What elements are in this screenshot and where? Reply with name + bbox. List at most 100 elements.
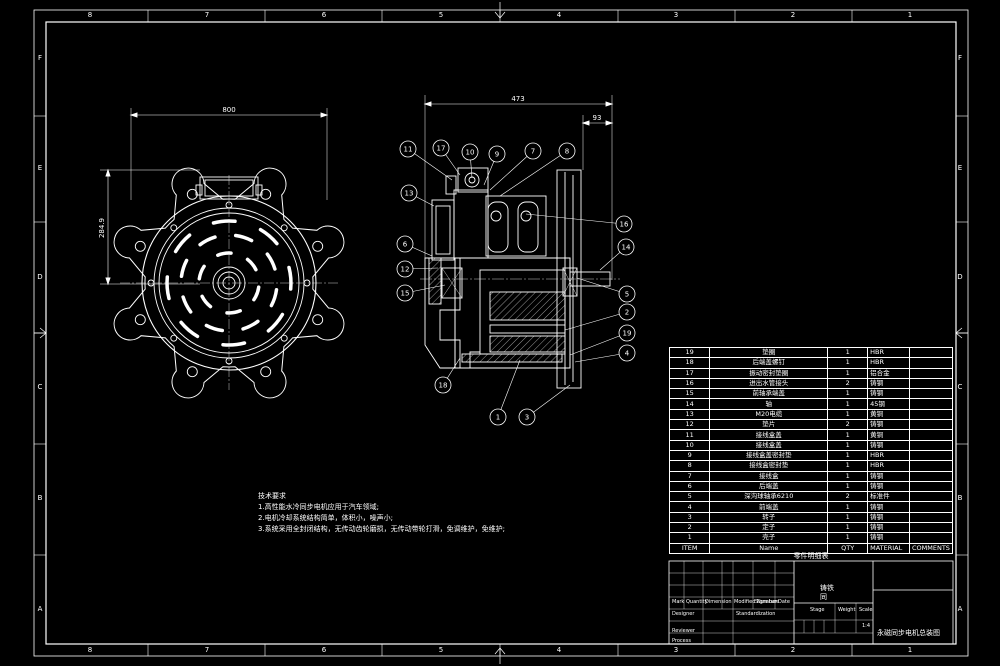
part-balloon: 15 — [396, 284, 446, 302]
balloon-number: 5 — [625, 291, 629, 299]
bom-cell: 13 — [668, 408, 711, 421]
bom-cell: 轴 — [709, 398, 829, 410]
bom-cell: 1 — [668, 532, 711, 544]
scale-value: 1:4 — [862, 623, 871, 629]
part-balloon: 11 — [399, 140, 453, 181]
bom-cell: 2 — [827, 491, 869, 503]
grid-column-label: 8 — [88, 11, 92, 19]
tb-label: Reviewer — [672, 628, 695, 634]
dim-side-length: 473 — [511, 95, 524, 103]
grid-column-label: 5 — [439, 11, 443, 19]
notes-line: 1.高性能水冷同步电机应用于汽车领域; — [258, 503, 380, 511]
bom-cell: 接线盒 — [709, 470, 829, 482]
drawing-title: 永磁同步电机总装图 — [877, 629, 940, 637]
bom-cell: 1 — [827, 357, 869, 369]
balloon-number: 13 — [405, 190, 414, 198]
dim-side-flange: 93 — [593, 114, 602, 122]
bom-cell: 转子 — [709, 511, 829, 524]
bom-cell: 前端盖 — [709, 501, 829, 513]
grid-row-label: A — [38, 605, 43, 613]
balloon-number: 2 — [625, 309, 629, 317]
bom-cell: 11 — [668, 429, 711, 441]
bolt-hole — [170, 224, 178, 232]
bom-cell: 15 — [668, 388, 711, 400]
grid-row-label: A — [958, 605, 963, 613]
balloon-number: 12 — [401, 266, 410, 274]
grid-row-label: E — [38, 164, 42, 172]
grid-row-label: F — [38, 54, 42, 62]
notes-title: 技术要求 — [258, 492, 286, 500]
bom-cell: 1 — [827, 501, 869, 513]
technical-requirements: 技术要求 1.高性能水冷同步电机应用于汽车领域; 2.电机冷却系统结构简单，体积… — [258, 491, 505, 535]
bom-cell: 深沟球轴承6210 — [709, 491, 829, 503]
grid-column-label: 4 — [557, 646, 562, 654]
grid-column-label: 2 — [791, 11, 795, 19]
bolt-hole — [280, 334, 288, 342]
part-balloon: 16 — [525, 213, 633, 233]
part-balloon: 14 — [599, 238, 635, 271]
bom-cell: 前轴承端盖 — [709, 388, 829, 400]
bom-cell — [908, 367, 954, 379]
bom-cell: 1 — [827, 408, 869, 421]
bom-cell — [908, 501, 954, 513]
bom-cell: 铸钢 — [867, 388, 910, 400]
vent-slot — [200, 294, 213, 309]
vent-slot — [165, 275, 171, 301]
bom-cell: 12 — [668, 419, 711, 431]
grid-column-label: 5 — [439, 646, 443, 654]
grid-row-label: D — [957, 273, 962, 281]
grid-row-label: B — [38, 494, 43, 502]
grid-column-label: 4 — [557, 11, 562, 19]
bom-cell — [908, 480, 954, 493]
bom-cell: 19 — [668, 346, 711, 359]
bom-cell — [908, 398, 954, 410]
balloon-number: 1 — [496, 414, 500, 422]
vent-slot — [241, 319, 260, 331]
grid-column-label: 3 — [674, 646, 678, 654]
bom-cell: 7 — [668, 470, 711, 482]
bom-cell: 铸钢 — [867, 480, 910, 493]
balloon-number: 14 — [622, 244, 631, 252]
grid-row-label: C — [38, 383, 43, 391]
bom-cell: 1 — [827, 460, 869, 472]
tb-label: Signature — [755, 599, 780, 605]
vent-slot — [221, 341, 247, 347]
bom-cell: M20电缆 — [709, 408, 829, 421]
bom-cell: 1 — [827, 449, 869, 462]
balloon-number: 9 — [495, 151, 499, 159]
tb-label: Standardization — [736, 611, 776, 617]
vent-slot — [204, 323, 225, 333]
mounting-hole — [186, 188, 198, 200]
bom-cell: 垫片 — [709, 419, 829, 431]
balloon-number: 15 — [401, 290, 410, 298]
vent-slot — [181, 295, 193, 314]
bom-cell: Name — [709, 542, 829, 554]
notes-line: 2.电机冷却系统结构简单，体积小，噪声小; — [258, 514, 394, 522]
mounting-hole — [312, 240, 324, 252]
bom-cell: 4 — [668, 501, 711, 513]
bom-cell: 1 — [827, 522, 869, 534]
part-balloon: 12 — [396, 260, 439, 278]
bom-cell: 6 — [668, 480, 711, 493]
bom-cell: 壳子 — [709, 532, 829, 544]
bom-cell — [908, 357, 954, 369]
bom-cell — [908, 522, 954, 534]
vent-slot — [266, 312, 285, 333]
part-balloon: 2 — [564, 303, 636, 331]
dim-front-height: 284.9 — [98, 218, 106, 238]
bom-cell — [908, 388, 954, 400]
